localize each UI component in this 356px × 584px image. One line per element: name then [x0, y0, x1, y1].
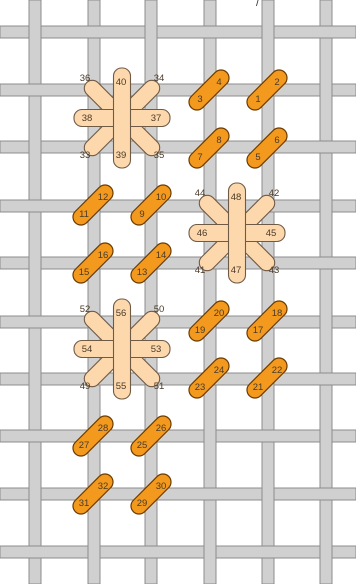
stitch-start-label: 1 [255, 94, 260, 105]
grid-crossing [320, 199, 332, 213]
star-stitch-label: 46 [197, 228, 208, 239]
star-stitch-label: 50 [154, 304, 165, 315]
stitch-end-label: 6 [274, 135, 279, 146]
stray-mark: / [256, 0, 259, 9]
grid-row-thread [0, 141, 356, 153]
star-stitch-label: 36 [80, 73, 91, 84]
star-stitch-label: 55 [116, 381, 127, 392]
grid-row-thread [0, 430, 356, 442]
star-stitch-label: 34 [154, 73, 165, 84]
stitch-end-label: 22 [272, 365, 283, 376]
stitch-end-label: 14 [156, 250, 167, 261]
stitch-start-label: 3 [197, 94, 202, 105]
star-stitch-label: 44 [195, 188, 206, 199]
stitch-start-label: 19 [195, 325, 206, 336]
stitch-end-label: 2 [274, 77, 279, 88]
star-stitch-label: 47 [231, 265, 242, 276]
stitch-end-label: 8 [216, 135, 221, 146]
stitch-end-label: 10 [156, 192, 167, 203]
stitch-end-label: 18 [272, 308, 283, 319]
star-stitch-label: 40 [116, 77, 127, 88]
grid-crossing [29, 372, 41, 386]
stitch-end-label: 4 [216, 77, 221, 88]
stitch-end-label: 12 [98, 192, 109, 203]
star-stitch-label: 54 [82, 344, 93, 355]
star-stitch: 49 50 51 52 53 54 55 56 [74, 299, 170, 399]
star-stitch-label: 49 [80, 381, 91, 392]
stitch-start-label: 13 [137, 267, 148, 278]
grid-row-thread [0, 26, 356, 38]
grid-row-thread [0, 373, 356, 385]
stitch-end-label: 28 [98, 423, 109, 434]
star-stitch-label: 53 [151, 344, 162, 355]
grid-row-thread [0, 84, 356, 96]
star-stitch-label: 33 [80, 150, 91, 161]
star-stitch-label: 48 [231, 192, 242, 203]
stitch-start-label: 5 [255, 152, 260, 163]
stitch-start-label: 31 [79, 498, 90, 509]
stitch-end-label: 26 [156, 423, 167, 434]
stitch-start-label: 23 [195, 382, 206, 393]
star-stitch-label: 43 [269, 265, 280, 276]
grid-crossing [29, 487, 41, 501]
stitch-end-label: 16 [98, 250, 109, 261]
star-stitch-layer: 3334353637383940414243444546474849505152… [74, 68, 285, 399]
star-stitch-label: 37 [151, 113, 162, 124]
stitch-end-label: 20 [214, 308, 225, 319]
stitch-start-label: 17 [253, 325, 264, 336]
star-stitch-label: 51 [154, 381, 165, 392]
star-stitch-label: 56 [116, 308, 127, 319]
stitch-start-label: 21 [253, 382, 264, 393]
star-stitch: 33 34 35 36 37 38 39 40 [74, 68, 170, 168]
stitch-end-label: 30 [156, 481, 167, 492]
grid-crossing [262, 25, 274, 39]
grid-crossing [204, 429, 216, 443]
stitch-start-label: 25 [137, 440, 148, 451]
grid-crossing [320, 315, 332, 329]
grid-row-thread [0, 200, 356, 212]
star-stitch-label: 45 [266, 228, 277, 239]
stitch-end-label: 24 [214, 365, 225, 376]
grid-crossing [320, 83, 332, 97]
star-stitch-label: 41 [195, 265, 206, 276]
star-stitch-label: 42 [269, 188, 280, 199]
star-stitch-label: 39 [116, 150, 127, 161]
stitch-start-label: 9 [139, 209, 144, 220]
stitch-start-label: 7 [197, 152, 202, 163]
stitch-start-label: 11 [79, 209, 89, 220]
grid-row-thread [0, 546, 356, 558]
grid-crossing [262, 487, 274, 501]
star-stitch-label: 35 [154, 150, 165, 161]
stitch-end-label: 32 [98, 481, 109, 492]
star-stitch-label: 38 [82, 113, 93, 124]
grid-crossing [29, 25, 41, 39]
stitch-start-label: 15 [79, 267, 90, 278]
stitch-start-label: 29 [137, 498, 148, 509]
grid-crossing [204, 545, 216, 559]
grid-crossing [320, 429, 332, 443]
grid-crossing [29, 256, 41, 270]
grid-crossing [29, 140, 41, 154]
star-stitch-label: 52 [80, 304, 91, 315]
grid-row-thread [0, 316, 356, 328]
star-stitch: 41 42 43 44 45 46 47 48 [189, 183, 285, 283]
grid-crossing [88, 545, 100, 559]
grid-crossing [320, 545, 332, 559]
grid-row-thread [0, 257, 356, 269]
stitch-start-label: 27 [79, 440, 90, 451]
grid-crossing [145, 25, 157, 39]
grid-row-thread [0, 488, 356, 500]
